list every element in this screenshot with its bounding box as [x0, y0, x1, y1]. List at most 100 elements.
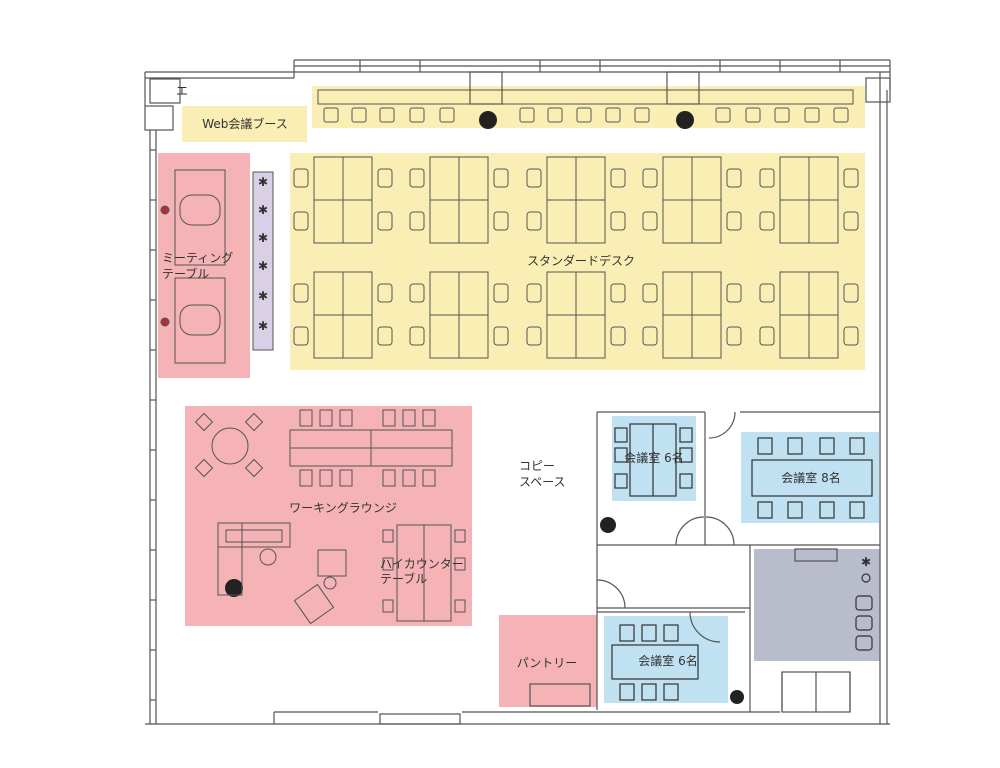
- svg-text:✱: ✱: [258, 259, 268, 273]
- chair: [377, 168, 393, 188]
- chair: [610, 211, 626, 231]
- plant-icon: [676, 111, 694, 129]
- chair: [726, 211, 742, 231]
- high-counter-label-line2: テーブル: [380, 571, 427, 586]
- chair: [526, 326, 542, 346]
- chair: [439, 107, 455, 123]
- chair: [409, 168, 425, 188]
- chair: [634, 107, 650, 123]
- copy-space-label-line1: コピー: [519, 459, 555, 473]
- chair: [409, 107, 425, 123]
- chair: [843, 211, 859, 231]
- standard-desk-label: スタンダードデスク: [527, 253, 635, 268]
- chair: [526, 168, 542, 188]
- standard-desk-zone: [290, 153, 865, 370]
- meeting-table-label-line1: ミーティング: [162, 251, 233, 265]
- web-booth-zone: [182, 106, 307, 142]
- storage-zone: [754, 549, 880, 661]
- chair: [547, 107, 563, 123]
- chair: [642, 168, 658, 188]
- pantry-zone: [499, 615, 597, 707]
- chair: [293, 283, 309, 303]
- chair: [493, 168, 509, 188]
- chair: [293, 326, 309, 346]
- meeting-room-6-bottom-label: 会議室 6名: [638, 653, 697, 668]
- chair: [377, 283, 393, 303]
- chair: [351, 107, 367, 123]
- chair: [843, 326, 859, 346]
- plant-icon: [479, 111, 497, 129]
- high-counter-label-line1: ハイカウンター: [380, 557, 464, 571]
- chair: [715, 107, 731, 123]
- meeting-room-6-top-label: 会議室 6名: [624, 450, 683, 465]
- chair: [526, 283, 542, 303]
- chair: [610, 326, 626, 346]
- chair: [493, 283, 509, 303]
- standard-desk-clusters: [293, 156, 859, 359]
- web-booth-label: Web会議ブース: [202, 116, 288, 131]
- meeting-room-8-zone: [741, 432, 879, 523]
- chair: [605, 107, 621, 123]
- svg-text:✱: ✱: [258, 203, 268, 217]
- copy-space-label-line2: スペース: [519, 475, 566, 489]
- chair: [409, 211, 425, 231]
- elevator-label: エ: [176, 84, 188, 98]
- svg-text:✱: ✱: [258, 231, 268, 245]
- chair: [759, 283, 775, 303]
- plant-icon: [600, 517, 616, 533]
- meeting-tables: [160, 169, 226, 364]
- chair: [759, 211, 775, 231]
- chair: [377, 211, 393, 231]
- chair: [745, 107, 761, 123]
- svg-text:✱: ✱: [861, 555, 871, 569]
- chair: [774, 107, 790, 123]
- chair: [493, 211, 509, 231]
- pantry-label: パントリー: [517, 656, 578, 670]
- meeting-room-6-top-zone: [612, 416, 696, 501]
- chair: [843, 168, 859, 188]
- chair: [493, 326, 509, 346]
- plant-icon: [225, 579, 243, 597]
- walls: [144, 59, 891, 725]
- chair: [642, 211, 658, 231]
- svg-text:✱: ✱: [258, 175, 268, 189]
- meeting-table-label-line2: テーブル: [162, 266, 209, 281]
- labels: エ Web会議ブース ミーティング テーブル スタンダードデスク ワーキングラウ…: [162, 84, 841, 670]
- chair: [409, 326, 425, 346]
- window-desk-zone: [312, 86, 865, 128]
- plant-icon: [730, 690, 744, 704]
- chair: [519, 107, 535, 123]
- chair: [726, 283, 742, 303]
- chair: [726, 168, 742, 188]
- chair: [409, 283, 425, 303]
- chair: [377, 326, 393, 346]
- chair: [642, 283, 658, 303]
- chair: [526, 211, 542, 231]
- round-table: [211, 427, 249, 465]
- chair: [293, 211, 309, 231]
- lounge-furniture: [194, 409, 466, 625]
- chair: [293, 168, 309, 188]
- meeting-room-furniture: ✱: [611, 423, 873, 701]
- window-desks: [317, 89, 854, 123]
- svg-text:✱: ✱: [258, 289, 268, 303]
- plant-icons: [225, 111, 744, 704]
- chair: [843, 283, 859, 303]
- meeting-room-6-bottom-zone: [604, 616, 728, 703]
- chair: [759, 326, 775, 346]
- chair: [323, 107, 339, 123]
- chair: [759, 168, 775, 188]
- chair: [379, 107, 395, 123]
- chair: [726, 326, 742, 346]
- chair: [610, 168, 626, 188]
- chair: [804, 107, 820, 123]
- svg-text:✱: ✱: [258, 319, 268, 333]
- chair: [576, 107, 592, 123]
- chair: [833, 107, 849, 123]
- chair: [610, 283, 626, 303]
- meeting-room-8-label: 会議室 8名: [781, 470, 840, 485]
- chair: [642, 326, 658, 346]
- working-lounge-label: ワーキングラウンジ: [289, 501, 397, 515]
- plant-strip-plants: ✱ ✱ ✱ ✱ ✱ ✱: [258, 175, 268, 333]
